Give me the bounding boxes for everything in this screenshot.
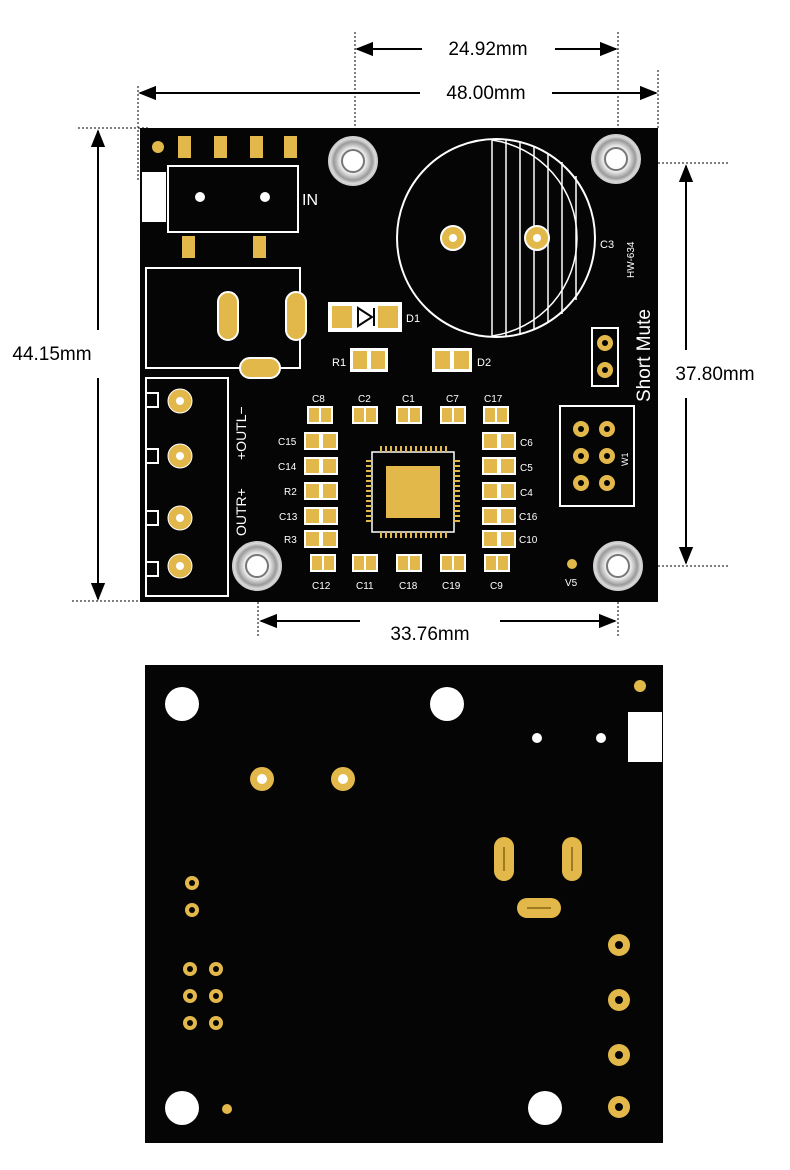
silk-c6: C6 xyxy=(520,438,533,449)
silk-c13: C13 xyxy=(279,512,298,523)
silk-d2: D2 xyxy=(477,357,491,369)
silk-c16: C16 xyxy=(519,512,538,523)
dimension-annotations: 24.92mm 48.00mm 44.15mm 37.80mm 33.76mm xyxy=(12,32,755,645)
dim-label-left-height: 44.15mm xyxy=(12,344,91,365)
silk-r2: R2 xyxy=(284,487,297,498)
silk-c2: C2 xyxy=(358,394,371,405)
power-jack xyxy=(145,267,307,379)
via-pad xyxy=(152,141,164,153)
pcb-top-view: IN C3 HW-634 xyxy=(140,128,658,602)
silk-c18: C18 xyxy=(399,581,418,592)
smd-left-column: C15 C14 R2 C13 R3 xyxy=(278,432,338,548)
input-connector: IN xyxy=(142,136,318,258)
silk-board-id: HW-634 xyxy=(626,241,637,278)
silk-c4: C4 xyxy=(520,488,533,499)
silk-c8: C8 xyxy=(312,394,325,405)
silk-w1: W1 xyxy=(620,453,630,467)
silk-c9: C9 xyxy=(490,581,503,592)
silk-c17: C17 xyxy=(484,394,503,405)
pcb-bottom-view xyxy=(145,665,663,1143)
dim-label-top-full: 48.00mm xyxy=(446,83,525,104)
silk-v5: V5 xyxy=(565,578,578,589)
mounting-hole xyxy=(430,687,464,721)
silk-c5: C5 xyxy=(520,463,533,474)
led-d2: D2 xyxy=(432,348,491,372)
v5-pad xyxy=(567,559,577,569)
silk-r1: R1 xyxy=(332,357,346,369)
short-mute-header: Short Mute xyxy=(591,309,655,402)
resistor-r1: R1 xyxy=(332,348,388,372)
silk-c19: C19 xyxy=(442,581,461,592)
dim-label-top-partial: 24.92mm xyxy=(448,39,527,60)
output-terminal: +OUTL− OUTR+ xyxy=(145,377,249,597)
mounting-hole xyxy=(165,1091,199,1125)
capacitor-c3: C3 HW-634 xyxy=(396,138,637,338)
silk-c7: C7 xyxy=(446,394,459,405)
dim-label-right-height: 37.80mm xyxy=(675,364,754,385)
silk-c14: C14 xyxy=(278,462,297,473)
amplifier-ic xyxy=(366,446,460,538)
mounting-holes-top xyxy=(232,134,643,591)
silk-short-mute: Short Mute xyxy=(634,309,655,402)
mounting-hole xyxy=(528,1091,562,1125)
silk-out-right: OUTR+ xyxy=(233,488,249,536)
mounting-hole xyxy=(165,687,199,721)
via-pad xyxy=(634,680,646,692)
silk-in: IN xyxy=(302,192,318,209)
silk-r3: R3 xyxy=(284,535,297,546)
connector-cutout xyxy=(628,712,662,762)
smd-top-row: C8 C2 C1 C7 C17 xyxy=(307,394,509,424)
silk-c3: C3 xyxy=(600,239,614,251)
board-bottom xyxy=(145,665,663,1143)
diode-d1: D1 xyxy=(328,302,420,332)
silk-d1: D1 xyxy=(406,313,420,325)
smd-right-column: C6 C5 C4 C16 C10 xyxy=(482,432,538,548)
w1-header: W1 xyxy=(559,405,635,507)
dim-label-bottom-width: 33.76mm xyxy=(390,624,469,645)
silk-c15: C15 xyxy=(278,437,297,448)
silk-c12: C12 xyxy=(312,581,331,592)
silk-out-left: +OUTL− xyxy=(233,406,249,460)
silk-c1: C1 xyxy=(402,394,415,405)
silk-c10: C10 xyxy=(519,535,538,546)
smd-bottom-row: C12 C11 C18 C19 C9 xyxy=(310,554,510,592)
silk-c11: C11 xyxy=(356,581,374,592)
